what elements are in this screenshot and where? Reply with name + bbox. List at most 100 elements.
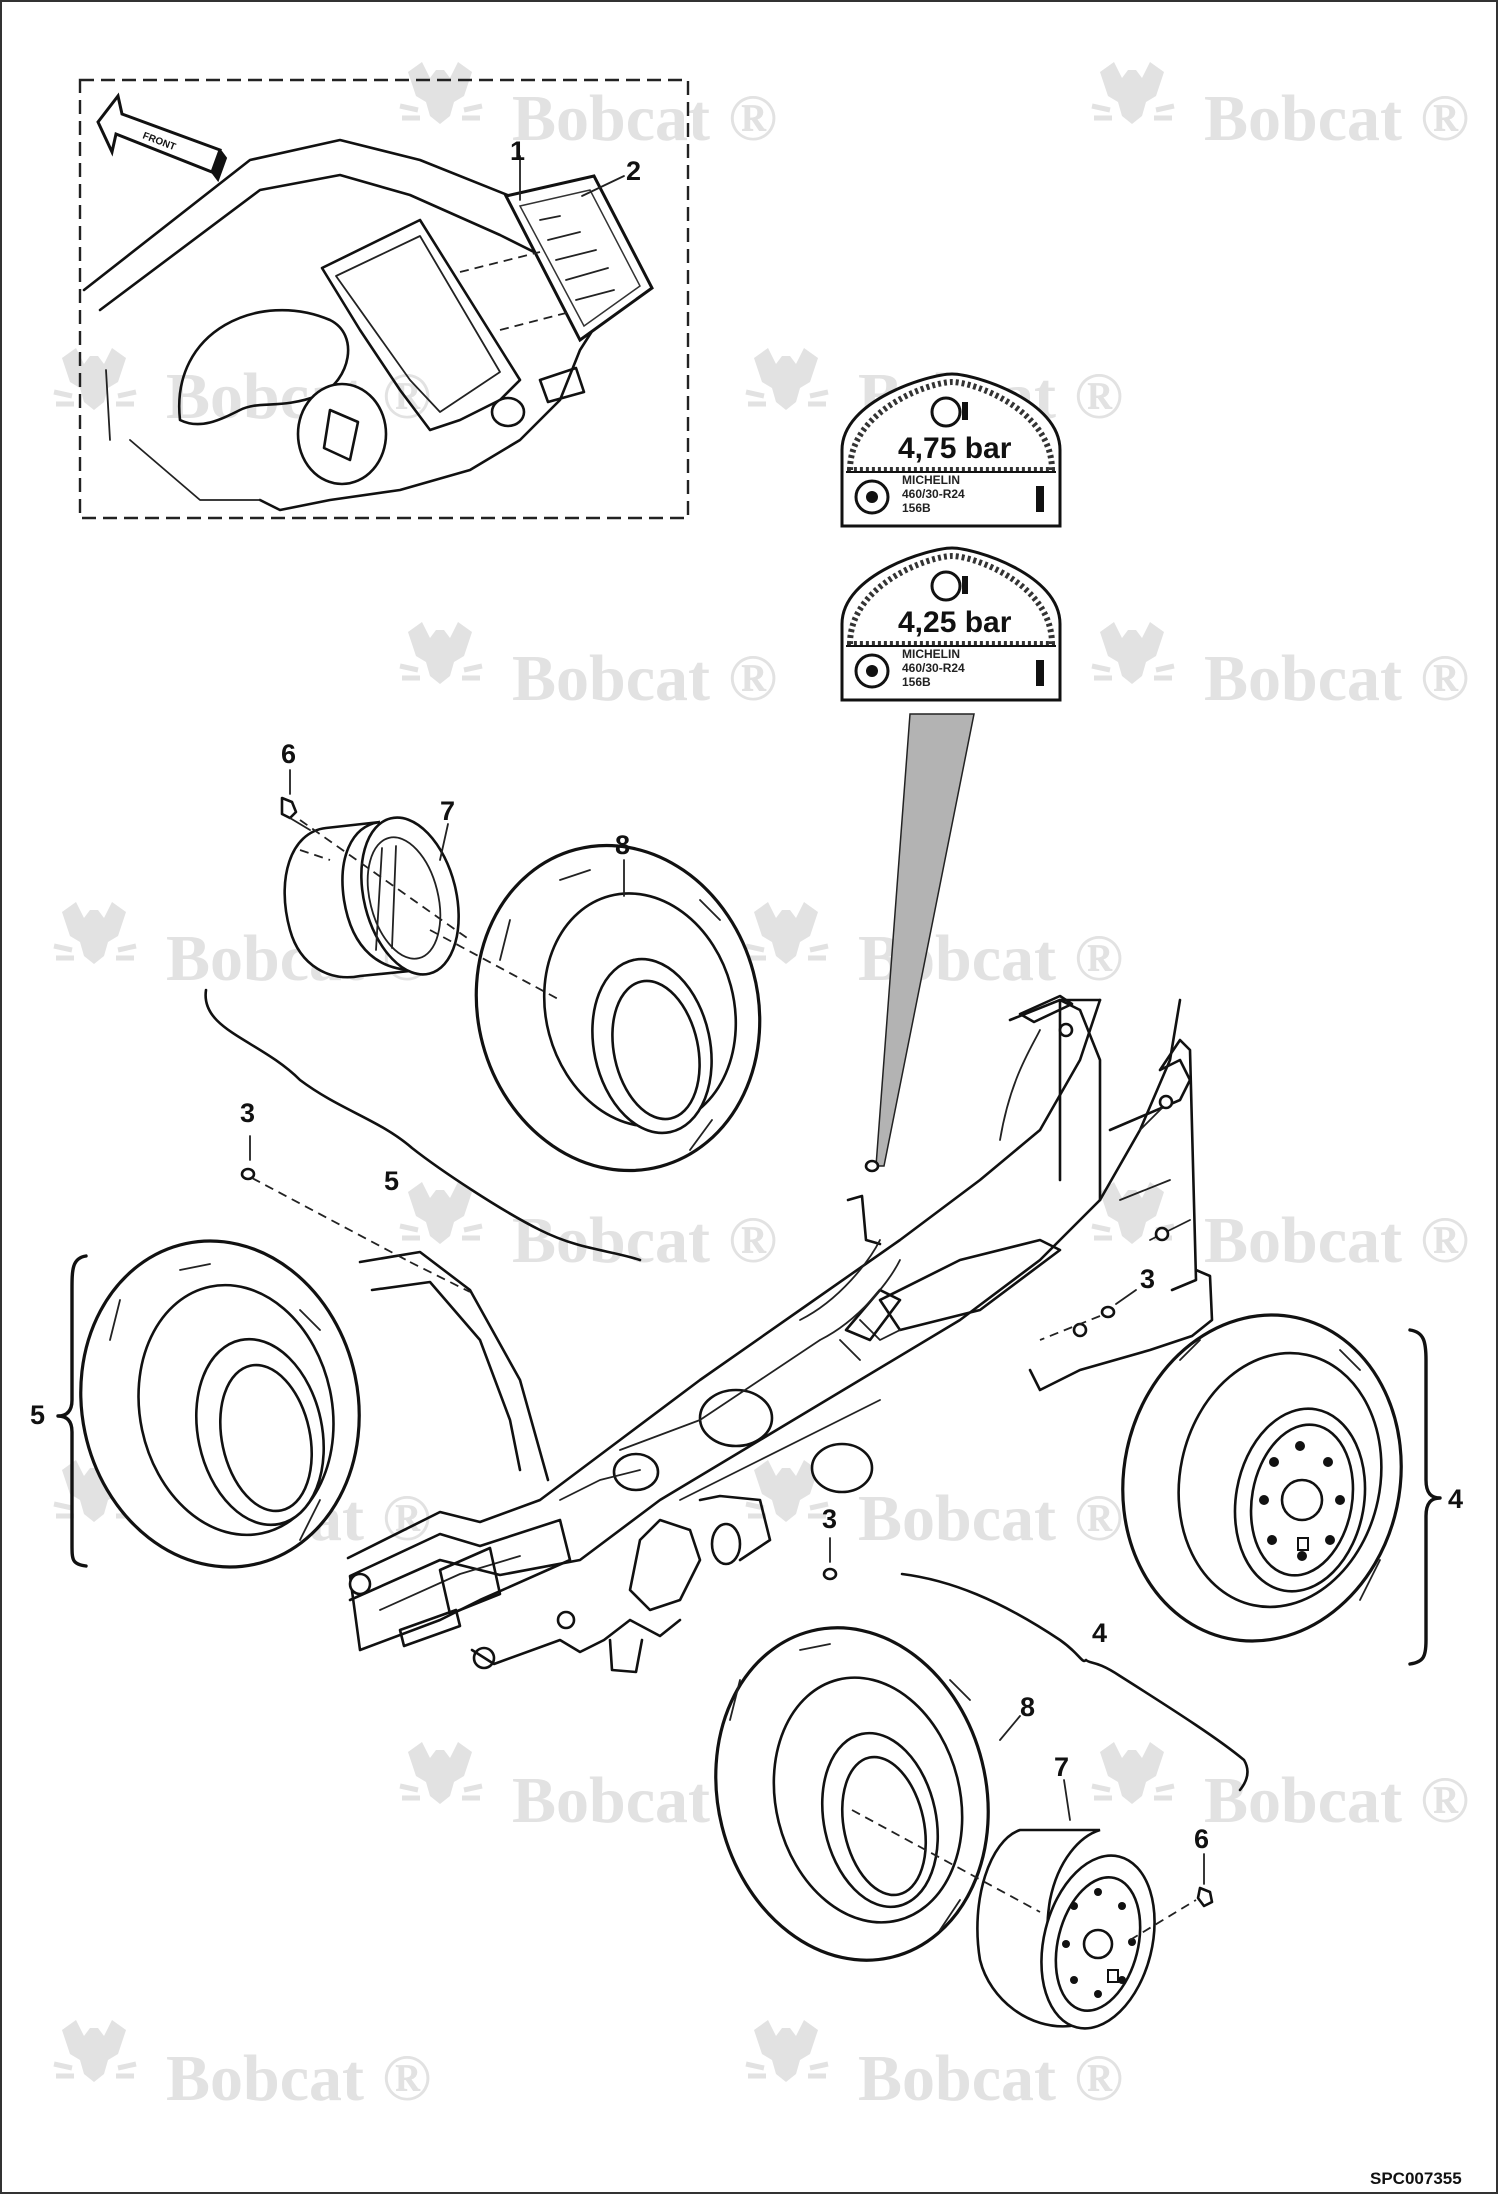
svg-text:®: ® bbox=[1074, 922, 1123, 995]
inset-tire-pressure-decal bbox=[503, 174, 654, 343]
document-id: SPC007355 bbox=[1370, 2169, 1462, 2188]
inset-side-panel-inner bbox=[335, 235, 501, 413]
watermark-15: Bobcat ® bbox=[54, 2020, 431, 2115]
front-mount-window bbox=[438, 1546, 502, 1616]
front-mount-plate bbox=[348, 1518, 572, 1652]
hub-right bbox=[1280, 1478, 1324, 1522]
decal-mount-point bbox=[864, 1159, 880, 1173]
frame-opening-3 bbox=[710, 1522, 742, 1566]
watermark-2: Bobcat ® bbox=[1092, 62, 1469, 155]
callout-2: 2 bbox=[626, 156, 641, 186]
hardware-3-right: 3 bbox=[1039, 1264, 1155, 1341]
inset-round-knob bbox=[490, 396, 526, 428]
watermark-text: Bobcat bbox=[512, 82, 710, 155]
frame-hydraulic-port bbox=[698, 1388, 774, 1448]
inset-lower-edge bbox=[105, 369, 261, 501]
svg-text:®: ® bbox=[1074, 360, 1123, 433]
front-mount-slot bbox=[398, 1608, 462, 1648]
detail-inset: FRONT 1 2 bbox=[78, 78, 690, 520]
rim-bottom bbox=[976, 1828, 1156, 2030]
rim-top-left bbox=[283, 816, 460, 979]
svg-text:®: ® bbox=[1420, 82, 1469, 155]
inset-dashed-frame bbox=[78, 78, 690, 520]
callout-3-right: 3 bbox=[1140, 1264, 1155, 1294]
brace-5-left bbox=[56, 1254, 88, 1568]
inset-fuel-cap bbox=[296, 382, 388, 486]
tire-pressure-decal-rear: 4,25 bar MICHELIN 460/30-R24 156B bbox=[840, 546, 1062, 702]
machine-chassis-frame bbox=[346, 994, 1214, 1674]
wheel-bolt-top-left bbox=[280, 796, 311, 831]
tower-right bbox=[1108, 1038, 1198, 1292]
callout-4-bottom: 4 bbox=[1092, 1618, 1107, 1648]
callout-3-left: 3 bbox=[240, 1098, 255, 1128]
frame-cross-member bbox=[878, 1238, 1062, 1332]
fastener-3-left-dashes bbox=[251, 1177, 471, 1293]
svg-text:®: ® bbox=[382, 2042, 431, 2115]
svg-text:®: ® bbox=[1420, 1204, 1469, 1277]
watermark-text: Bobcat bbox=[1204, 82, 1402, 155]
svg-text:®: ® bbox=[728, 82, 777, 155]
watermark-6: Bobcat ® bbox=[1092, 622, 1469, 715]
watermark-text: Bobcat bbox=[166, 2042, 364, 2115]
inset-leader-dashes bbox=[459, 251, 571, 331]
svg-text:®: ® bbox=[728, 642, 777, 715]
inset-wheel-arch bbox=[177, 308, 350, 426]
hardware-3-left: 3 bbox=[240, 1098, 471, 1293]
frame-opening-2 bbox=[810, 1442, 874, 1494]
decal-tire-rating: 156B bbox=[902, 501, 931, 515]
tire-bottom bbox=[714, 1626, 990, 1962]
svg-text:®: ® bbox=[1420, 1764, 1469, 1837]
inset-side-panel bbox=[320, 218, 522, 432]
watermark-5: Bobcat ® bbox=[400, 622, 777, 715]
hardware-3-center: 3 bbox=[822, 1504, 838, 1581]
watermark-14: Bobcat ® bbox=[1092, 1742, 1469, 1837]
assembly-dashes-top-left bbox=[299, 819, 561, 1001]
watermark-text: Bobcat bbox=[858, 1482, 1056, 1555]
wheel-assembly-bottom: 4 bbox=[714, 1572, 1249, 2030]
tower-left bbox=[1008, 998, 1102, 1202]
fastener-3-center bbox=[822, 1567, 838, 1581]
brace-4-right bbox=[1408, 1328, 1442, 1666]
fastener-3-left bbox=[240, 1167, 256, 1181]
bracket-4-bottom bbox=[900, 1572, 1249, 1792]
watermark-text: Bobcat bbox=[1204, 1204, 1402, 1277]
svg-text:®: ® bbox=[1074, 2042, 1123, 2115]
watermark-text: Bobcat bbox=[512, 1764, 710, 1837]
watermark-text: Bobcat bbox=[1204, 642, 1402, 715]
wheel-left: 5 bbox=[30, 1239, 361, 1569]
watermark-16: Bobcat ® bbox=[746, 2020, 1123, 2115]
callout-4-right: 4 bbox=[1448, 1484, 1463, 1514]
front-pivot-left bbox=[348, 1572, 372, 1596]
frame-opening bbox=[612, 1452, 660, 1492]
decal-tire-rating: 156B bbox=[902, 675, 931, 689]
decal-tire-brand: MICHELIN bbox=[902, 647, 960, 661]
lug-nuts-right bbox=[1259, 1441, 1345, 1561]
tower-left-inner bbox=[1058, 998, 1102, 1182]
decal-pressure-value: 4,75 bar bbox=[898, 432, 1012, 465]
svg-text:®: ® bbox=[728, 1204, 777, 1277]
callout-7-bottom: 7 bbox=[1054, 1752, 1069, 1782]
front-mount-lower-edge bbox=[470, 1618, 682, 1666]
decal-mount-bracket bbox=[846, 1194, 882, 1246]
watermark-8: Bobcat ® bbox=[746, 902, 1123, 995]
front-arrow-icon: FRONT bbox=[96, 92, 228, 183]
watermark-text: Bobcat bbox=[858, 922, 1056, 995]
inset-small-plate bbox=[538, 366, 586, 404]
frame-main-top-edge bbox=[346, 998, 1102, 1560]
watermark-text: Bobcat bbox=[1204, 1764, 1402, 1837]
watermark-text: Bobcat bbox=[512, 1204, 710, 1277]
watermark-text: Bobcat bbox=[858, 2042, 1056, 2115]
frame-left-arm-lower bbox=[370, 1280, 522, 1472]
decal-location-pointer bbox=[875, 713, 975, 1167]
wheel-right: 4 bbox=[1121, 1313, 1463, 1666]
frame-front-bulkhead bbox=[628, 1518, 702, 1612]
watermark-10: Bobcat ® bbox=[1092, 1182, 1469, 1277]
fastener-3-right bbox=[1100, 1305, 1116, 1319]
callout-5-left: 5 bbox=[30, 1400, 45, 1430]
tower-top-bracket bbox=[1018, 994, 1074, 1024]
watermark-text: Bobcat bbox=[512, 642, 710, 715]
hub-bottom bbox=[1082, 1928, 1114, 1960]
decal-tire-size: 460/30-R24 bbox=[902, 487, 965, 501]
wheel-bolt-bottom bbox=[1196, 1886, 1214, 1908]
watermark-1: Bobcat ® bbox=[400, 62, 777, 155]
